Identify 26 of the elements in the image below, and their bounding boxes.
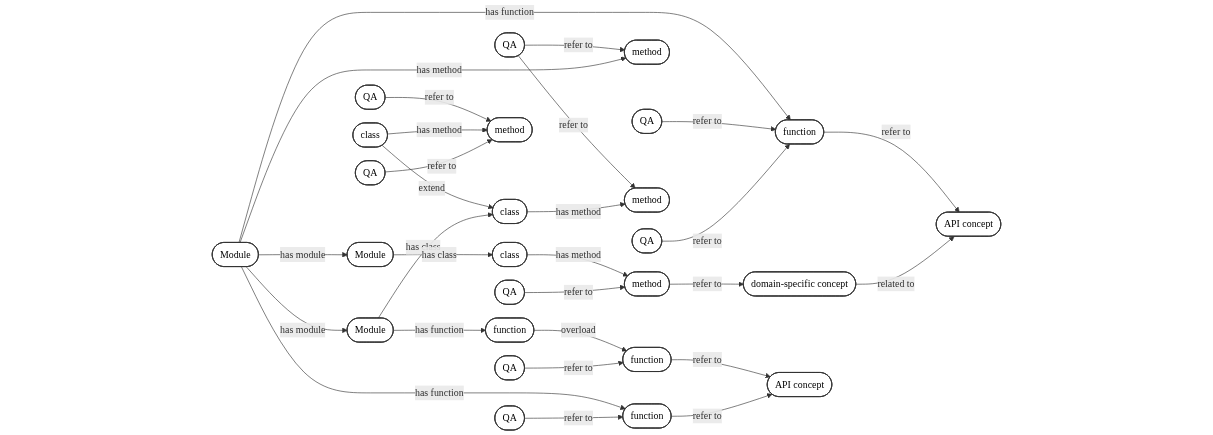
edge-label: has method bbox=[555, 205, 602, 217]
edge-label: overload bbox=[561, 324, 596, 335]
edge-label: has function bbox=[485, 6, 534, 18]
edge-label: refer to bbox=[427, 160, 457, 172]
edge-label: refer to bbox=[563, 412, 593, 423]
edge-label: refer to bbox=[563, 39, 593, 50]
edge-label: refer to bbox=[424, 91, 454, 103]
edge-label: refer to bbox=[692, 410, 722, 421]
edge-label: refer to bbox=[559, 119, 588, 131]
edge-label: refer to bbox=[563, 286, 593, 298]
edge-label: refer to bbox=[692, 353, 722, 365]
edge-label: refer to bbox=[692, 235, 722, 246]
edge-label: has module bbox=[280, 324, 326, 335]
edge-label: related to bbox=[877, 278, 915, 289]
edge-label: refer to bbox=[563, 362, 593, 373]
edge-label: has class bbox=[421, 248, 457, 260]
edge-label: has method bbox=[416, 64, 462, 75]
edge-label: has function bbox=[414, 387, 464, 398]
edge-label: refer to bbox=[692, 278, 722, 289]
edge-label: has module bbox=[280, 248, 326, 260]
edge-label: refer to bbox=[692, 115, 722, 127]
edge-label: has method bbox=[416, 124, 462, 135]
edge-label: has function bbox=[414, 324, 464, 335]
edge-label: extend bbox=[418, 182, 445, 194]
edge-label: refer to bbox=[881, 126, 911, 137]
edge-label: has method bbox=[555, 248, 602, 260]
